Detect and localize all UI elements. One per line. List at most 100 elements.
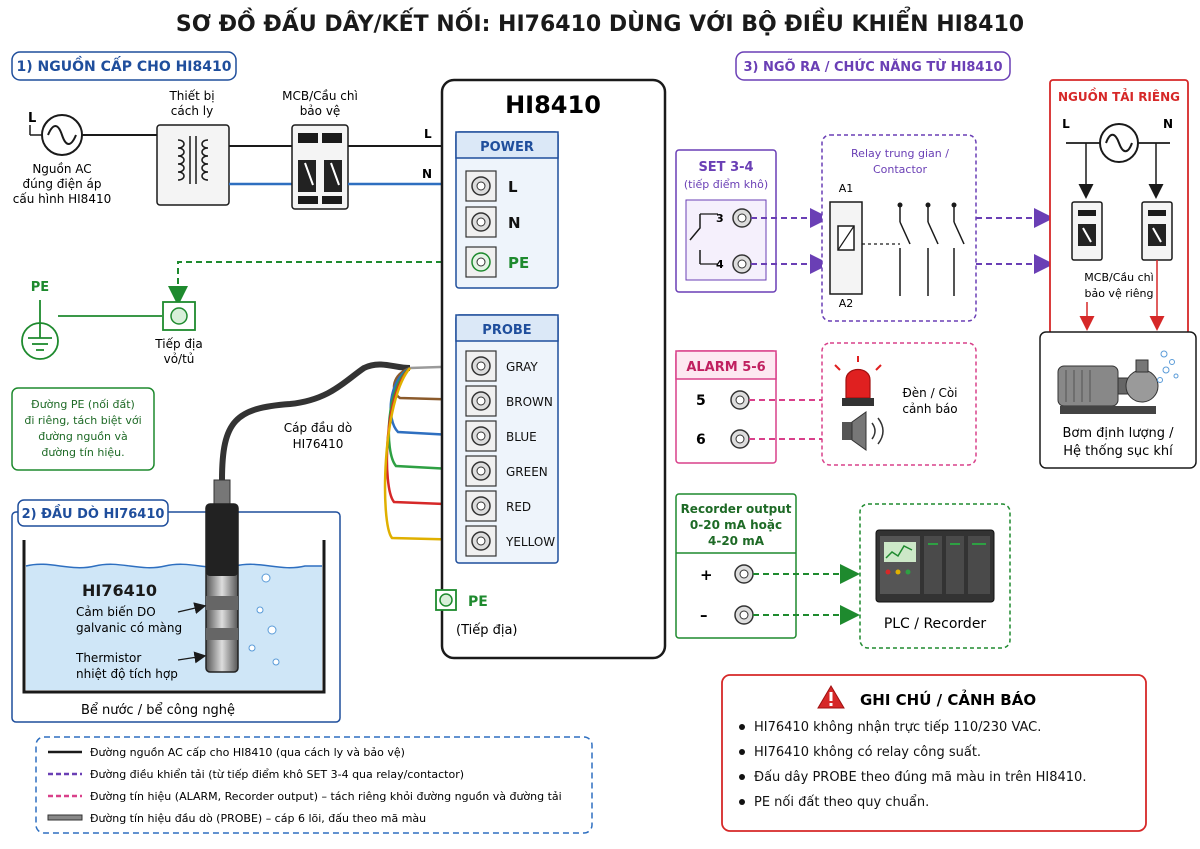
alarm-title: ALARM 5-6 <box>686 360 765 375</box>
note-item: HI76410 không có relay công suất. <box>754 745 981 760</box>
set-term-4: 4 <box>716 258 724 271</box>
wire-n-label: N <box>422 167 432 181</box>
load-breaker-1: MCB/Cầu chì <box>1084 271 1153 284</box>
earth-label-2: vỏ/tủ <box>164 352 195 366</box>
notes-title: GHI CHÚ / CẢNH BÁO <box>860 688 1036 709</box>
isolator-transformer-icon <box>156 124 230 206</box>
air-bubbles-icon <box>1157 350 1179 383</box>
source-line-3: cấu hình HI8410 <box>13 192 111 206</box>
pe-note-2: đi riêng, tách biệt với <box>24 414 141 427</box>
legend-item-4: Đường tín hiệu đầu dò (PROBE) – cáp 6 lõ… <box>90 812 426 825</box>
tank-label: Bể nước / bể công nghệ <box>81 703 235 718</box>
alarm-term-5: 5 <box>696 393 706 409</box>
pe-note-3: đường nguồn và <box>38 430 128 443</box>
note-item: Đấu dây PROBE theo đúng mã màu in trên H… <box>754 770 1086 785</box>
set-sub: (tiếp điểm khô) <box>684 178 768 191</box>
section3-heading-box <box>735 51 1011 81</box>
alarm-term-6: 6 <box>696 432 706 448</box>
section2-heading: 2) ĐẦU DÒ HI76410 <box>22 504 165 522</box>
probe-cable <box>219 361 411 481</box>
legend-item-1: Đường nguồn AC cấp cho HI8410 (qua cách … <box>90 746 405 759</box>
bullet-icon <box>739 799 745 805</box>
section1-heading: 1) NGUỒN CẤP CHO HI8410 <box>17 55 232 75</box>
source-line-1: Nguồn AC <box>32 162 91 176</box>
isolator-label-2: cách ly <box>171 104 213 118</box>
power-terminal-n-label: N <box>508 214 521 232</box>
plc-label: PLC / Recorder <box>884 616 987 632</box>
probe-terminal-gray-label: GRAY <box>506 360 538 374</box>
pe-note-box <box>11 387 155 471</box>
alarm-device-1: Đèn / Còi <box>902 386 957 400</box>
sensor-line-2: galvanic có màng <box>76 621 182 635</box>
horn-speaker-icon <box>842 411 884 451</box>
ac-wave-icon <box>47 125 77 145</box>
wire-l-label: L <box>424 127 432 141</box>
source-l-label: L <box>28 111 36 126</box>
probe-terminal-green-label: GREEN <box>506 465 548 479</box>
section2-heading-box <box>17 499 169 527</box>
probe-name: HI76410 <box>82 581 157 600</box>
load-l: L <box>1062 117 1070 131</box>
probe-terminals: GRAY BROWN BLUE GREEN RED YELLOW <box>465 350 555 557</box>
recorder-block <box>675 493 797 639</box>
relay-a2: A2 <box>839 297 854 310</box>
probe-title: PROBE <box>482 323 531 338</box>
pump-label-2: Hệ thống sục khí <box>1063 444 1173 459</box>
controller-name: HI8410 <box>505 91 601 119</box>
pe-note-4: đường tín hiệu. <box>41 446 124 459</box>
legend-box <box>35 736 593 834</box>
controller-pe-label: PE <box>468 594 488 610</box>
recorder-term-minus: – <box>700 606 708 624</box>
power-title: POWER <box>480 140 534 155</box>
pe-note-1: Đường PE (nối đất) <box>31 398 135 411</box>
probe-terminal-brown-label: BROWN <box>506 395 553 409</box>
probe-terminal-yellow-label: YELLOW <box>505 535 555 549</box>
load-breaker-2: bảo vệ riêng <box>1084 287 1153 300</box>
recorder-line-2: 0-20 mA hoặc <box>690 518 782 532</box>
section3-heading: 3) NGÕ RA / CHỨC NĂNG TỪ HI8410 <box>743 59 1002 75</box>
breaker-label-1: MCB/Cầu chì <box>282 89 358 103</box>
notes-box <box>721 674 1147 832</box>
alarm-device-2: cảnh báo <box>902 402 957 416</box>
probe-terminal-red-label: RED <box>506 500 531 514</box>
thermistor-line-2: nhiệt độ tích hợp <box>76 667 178 681</box>
section1-heading-box <box>11 51 237 81</box>
probe-terminal-blue-label: BLUE <box>506 430 537 444</box>
controller-pe-sub: (Tiếp địa) <box>456 623 518 638</box>
bullet-icon <box>739 749 745 755</box>
relay-a1: A1 <box>839 182 854 195</box>
pe-label-left: PE <box>31 280 49 295</box>
warning-icon <box>817 685 845 709</box>
isolator-label-1: Thiết bị <box>168 89 214 103</box>
water-fill <box>26 564 322 690</box>
source-line-2: đúng điện áp <box>23 177 102 191</box>
note-item: HI76410 không nhận trực tiếp 110/230 VAC… <box>754 720 1041 735</box>
set-term-3: 3 <box>716 212 724 225</box>
tank-outline <box>22 540 326 694</box>
legend-line-probe <box>47 814 83 821</box>
earth-label-1: Tiếp địa <box>154 337 202 351</box>
breaker-label-2: bảo vệ <box>300 104 341 118</box>
set-title: SET 3-4 <box>698 160 753 175</box>
relay-label-1: Relay trung gian / <box>851 147 949 160</box>
pump-label-1: Bơm định lượng / <box>1063 426 1175 441</box>
plc-device-icon <box>875 529 995 603</box>
note-item: PE nối đất theo quy chuẩn. <box>754 795 929 810</box>
bullet-icon <box>739 724 745 730</box>
relay-contacts-icon <box>897 202 965 296</box>
recorder-term-plus: + <box>700 566 713 584</box>
sensor-line-1: Cảm biến DO <box>76 605 156 619</box>
cable-label-1: Cáp đầu dò <box>284 421 353 435</box>
thermistor-line-1: Thermistor <box>75 651 141 665</box>
load-n: N <box>1163 117 1173 131</box>
power-terminal-pe-label: PE <box>508 254 529 272</box>
recorder-line-3: 4-20 mA <box>708 534 765 548</box>
relay-label-2: Contactor <box>873 163 928 176</box>
cable-label-2: HI76410 <box>293 437 344 451</box>
recorder-line-1: Recorder output <box>681 502 792 516</box>
beacon-light-icon <box>834 356 882 406</box>
load-title: NGUỒN TẢI RIÊNG <box>1058 87 1180 104</box>
page-title: SƠ ĐỒ ĐẤU DÂY/KẾT NỐI: HI76410 DÙNG VỚI … <box>176 8 1024 37</box>
